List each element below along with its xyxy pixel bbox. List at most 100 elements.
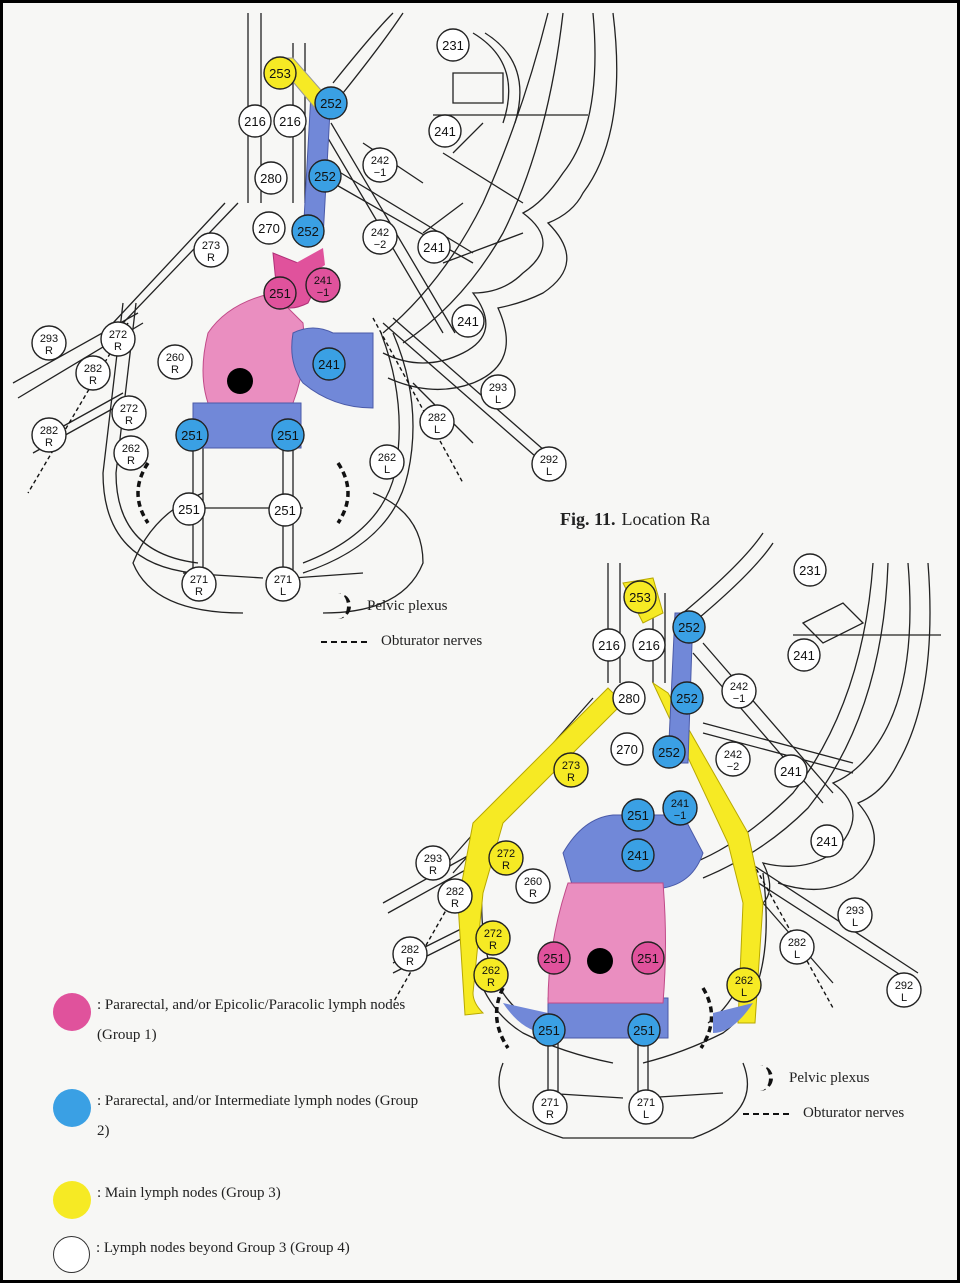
node-sublabel: L — [546, 466, 552, 478]
node-sublabel: R — [529, 888, 537, 900]
bottom-node-253: 253 — [624, 581, 656, 613]
node-label: 282 — [401, 944, 419, 956]
node-sublabel: −2 — [727, 761, 740, 773]
node-label: 253 — [269, 66, 291, 81]
top-node-231: 231 — [437, 29, 469, 61]
node-label: 271 — [541, 1097, 559, 1109]
node-label: 242 — [730, 681, 748, 693]
node-label: 252 — [676, 691, 698, 706]
top-node-241-minus1: 241−1 — [306, 268, 340, 302]
bottom-node-282-R: 282R — [393, 937, 427, 971]
legend-swatch-group2 — [53, 1089, 91, 1127]
node-sublabel: R — [546, 1109, 554, 1121]
bottom-node-252: 252 — [671, 682, 703, 714]
bottom-node-252: 252 — [653, 736, 685, 768]
key-obturator-nerves: Obturator nerves — [803, 1105, 904, 1122]
node-label: 282 — [84, 363, 102, 375]
pelvic-plexus-symbol — [755, 1065, 773, 1091]
node-label: 251 — [181, 428, 203, 443]
node-sublabel: R — [171, 364, 179, 376]
bottom-node-241: 241 — [775, 755, 807, 787]
node-label: 251 — [538, 1023, 560, 1038]
node-label: 251 — [633, 1023, 655, 1038]
node-label: 251 — [543, 951, 565, 966]
node-label: 270 — [258, 221, 280, 236]
node-label: 241 — [314, 275, 332, 287]
bottom-node-251: 251 — [538, 942, 570, 974]
node-label: 231 — [442, 38, 464, 53]
node-sublabel: L — [794, 949, 800, 961]
node-label: 216 — [279, 114, 301, 129]
node-sublabel: R — [567, 772, 575, 784]
figure-title: Location Ra — [622, 509, 710, 529]
node-label: 271 — [190, 574, 208, 586]
node-label: 241 — [434, 124, 456, 139]
node-label: 272 — [484, 928, 502, 940]
top-node-252: 252 — [292, 215, 324, 247]
node-sublabel: −1 — [317, 287, 330, 299]
node-label: 282 — [788, 937, 806, 949]
node-label: 282 — [446, 886, 464, 898]
node-label: 241 — [318, 357, 340, 372]
node-label: 292 — [895, 980, 913, 992]
node-sublabel: L — [384, 464, 390, 476]
tumor-marker-top — [227, 368, 253, 394]
top-node-262-L: 262L — [370, 445, 404, 479]
node-label: 242 — [724, 749, 742, 761]
node-label: 282 — [40, 425, 58, 437]
bottom-node-272-R: 272R — [476, 921, 510, 955]
bottom-node-292-L: 292L — [887, 973, 921, 1007]
bottom-node-216: 216 — [633, 629, 665, 661]
bottom-node-271-R: 271R — [533, 1090, 567, 1124]
node-label: 216 — [638, 638, 660, 653]
node-sublabel: −1 — [733, 693, 746, 705]
top-node-241: 241 — [429, 115, 461, 147]
node-label: 282 — [428, 412, 446, 424]
node-sublabel: R — [195, 586, 203, 598]
node-sublabel: L — [495, 394, 501, 406]
node-label: 280 — [618, 691, 640, 706]
bottom-node-251: 251 — [628, 1014, 660, 1046]
legend-item-group4: : Lymph nodes beyond Group 3 (Group 4) — [53, 1236, 433, 1273]
legend-swatch-group4 — [53, 1236, 90, 1273]
node-label: 251 — [627, 808, 649, 823]
top-node-251: 251 — [176, 419, 208, 451]
node-label: 262 — [482, 965, 500, 977]
node-label: 252 — [658, 745, 680, 760]
node-label: 271 — [274, 574, 292, 586]
node-label: 270 — [616, 742, 638, 757]
node-label: 252 — [678, 620, 700, 635]
node-label: 262 — [378, 452, 396, 464]
bottom-node-241-minus1: 241−1 — [663, 791, 697, 825]
node-label: 260 — [524, 876, 542, 888]
node-label: 242 — [371, 155, 389, 167]
bottom-node-251: 251 — [632, 942, 664, 974]
node-label: 293 — [40, 333, 58, 345]
bottom-node-242-minus2: 242−2 — [716, 742, 750, 776]
node-sublabel: R — [406, 956, 414, 968]
node-sublabel: R — [127, 455, 135, 467]
node-sublabel: R — [487, 977, 495, 989]
key-pelvic-plexus: Pelvic plexus — [789, 1070, 869, 1087]
node-label: 241 — [793, 648, 815, 663]
node-label: 242 — [371, 227, 389, 239]
figure-label: Fig. 11. — [560, 509, 616, 529]
node-sublabel: L — [901, 992, 907, 1004]
bottom-node-252: 252 — [673, 611, 705, 643]
node-label: 251 — [277, 428, 299, 443]
node-label: 252 — [297, 224, 319, 239]
bottom-node-251: 251 — [622, 799, 654, 831]
node-sublabel: R — [114, 341, 122, 353]
top-node-216: 216 — [274, 105, 306, 137]
top-node-251: 251 — [272, 419, 304, 451]
node-label: 272 — [497, 848, 515, 860]
node-label: 252 — [320, 96, 342, 111]
obturator-line-symbol — [321, 641, 367, 643]
bottom-node-241: 241 — [622, 839, 654, 871]
node-sublabel: L — [434, 424, 440, 436]
node-label: 216 — [598, 638, 620, 653]
